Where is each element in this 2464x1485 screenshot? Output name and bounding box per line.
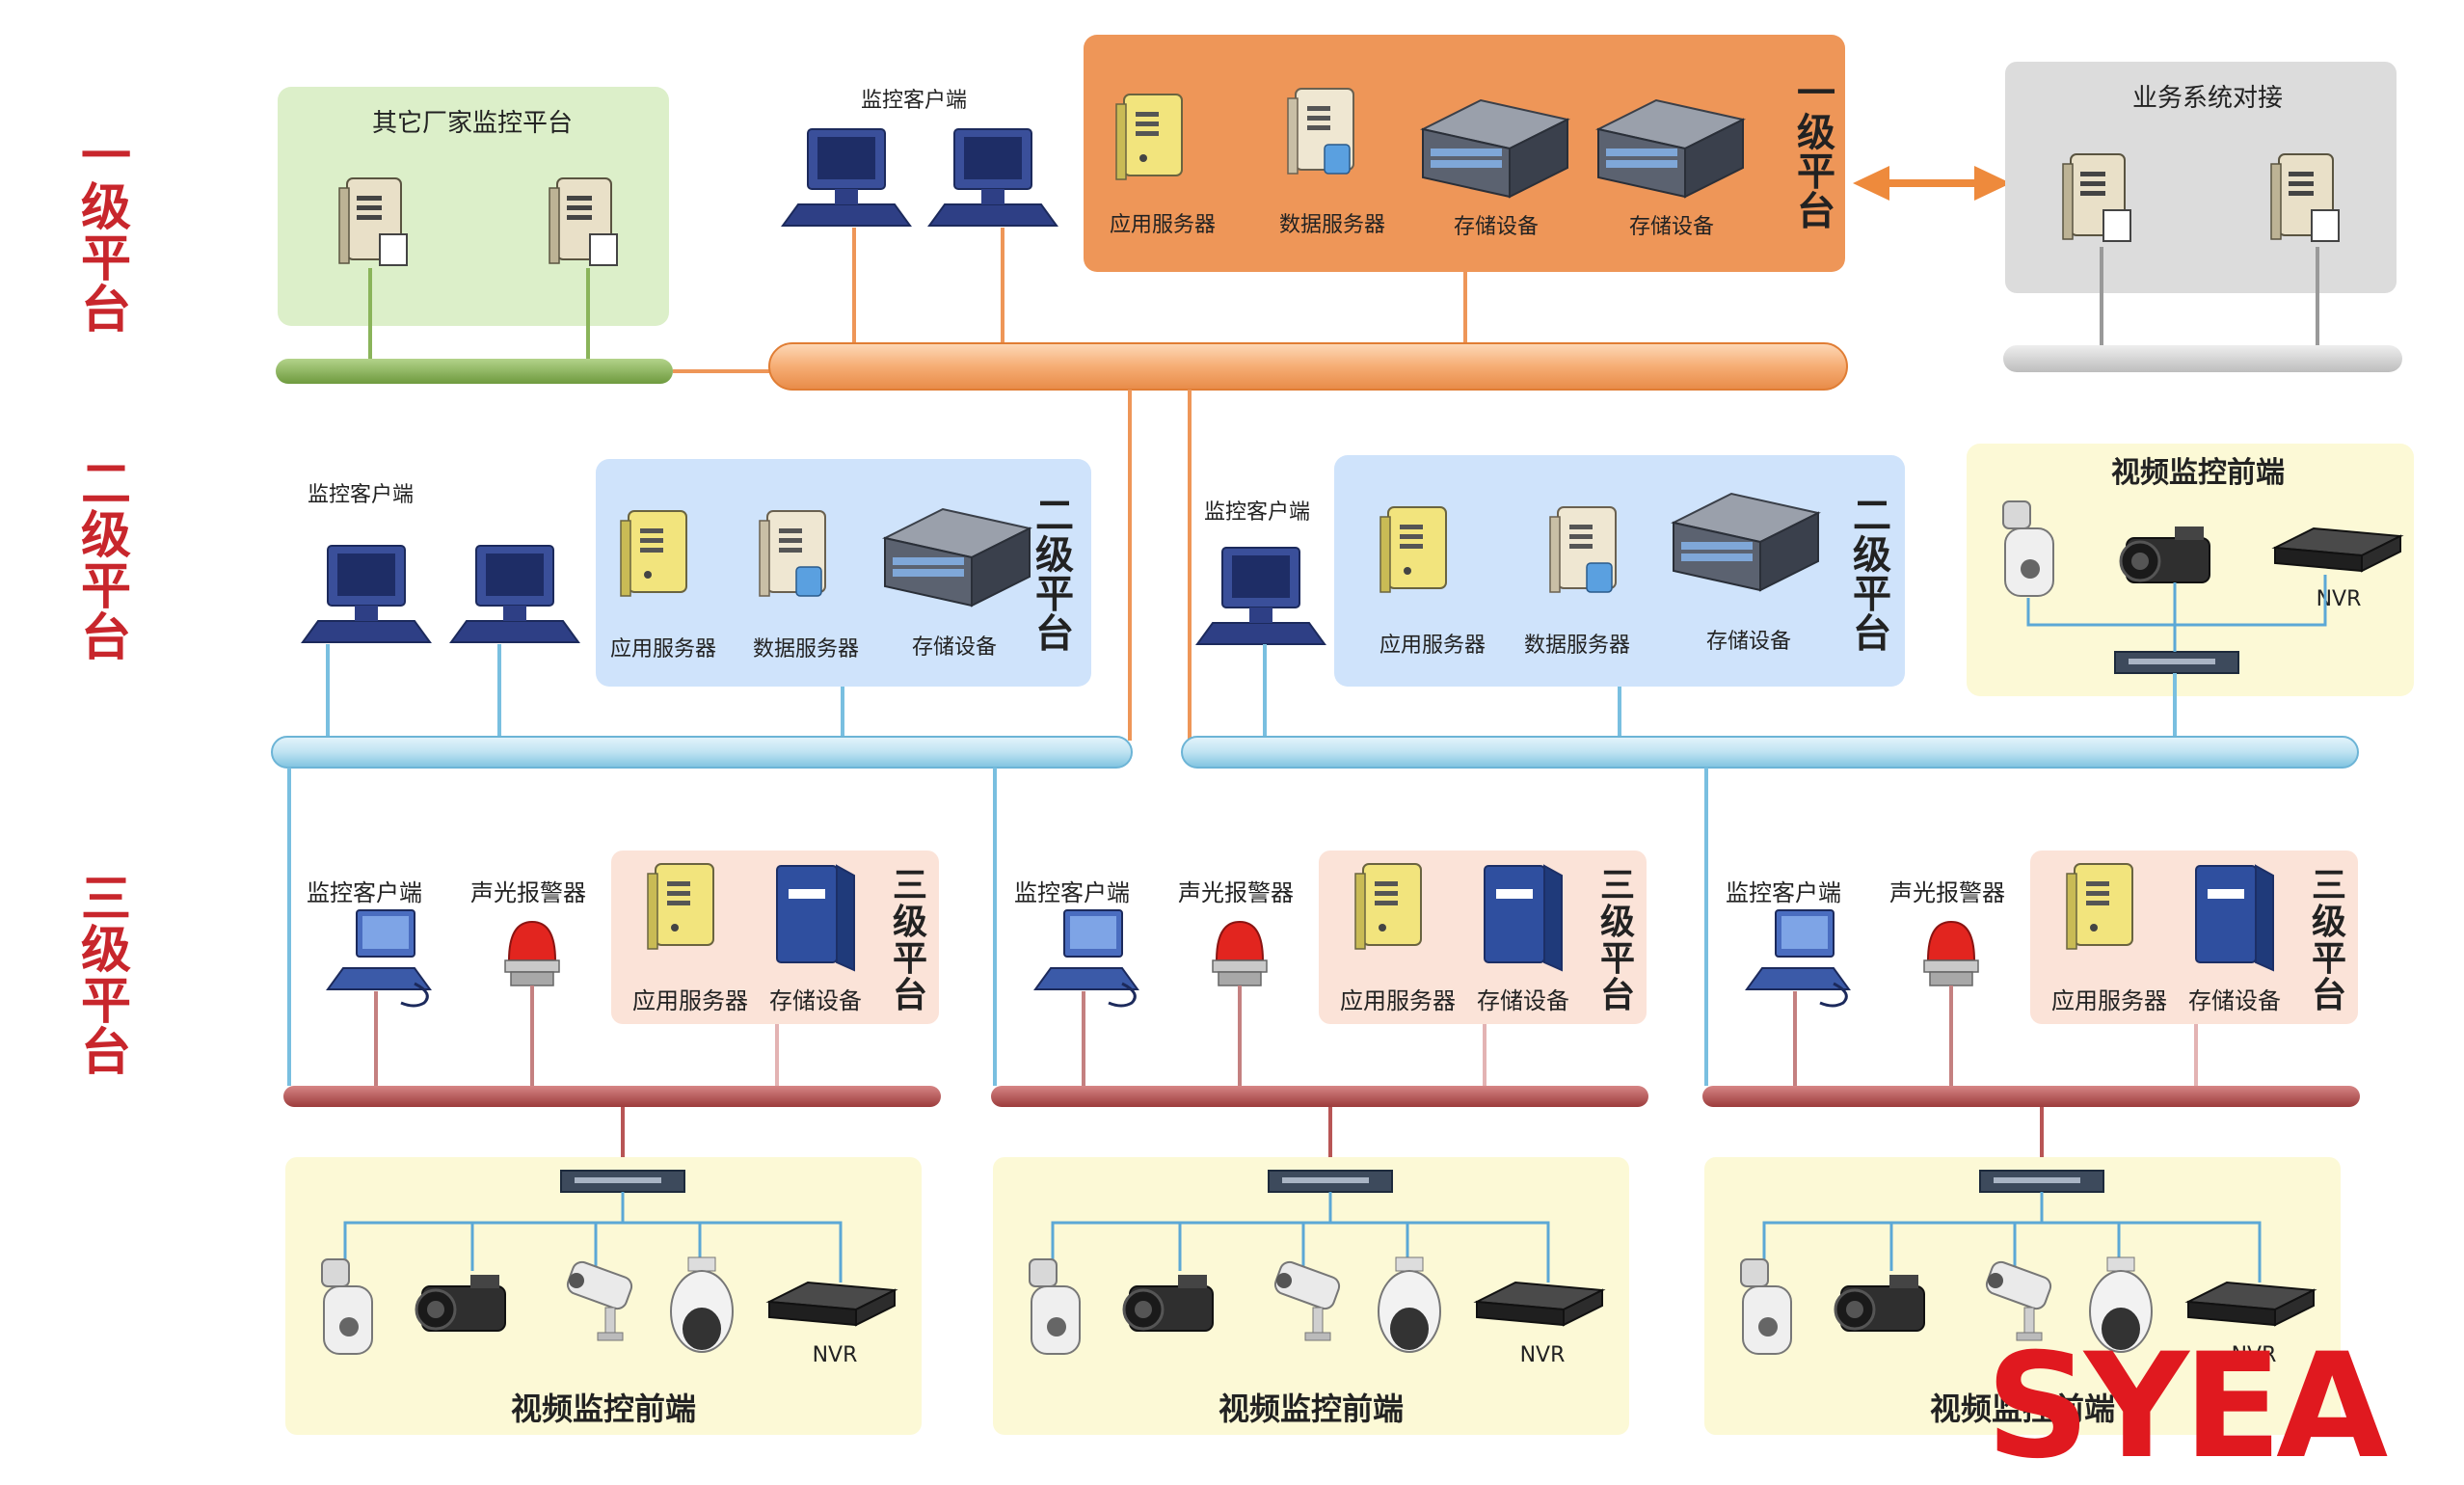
nvr-label: NVR: [2232, 1343, 2277, 1367]
nas-storage-icon: [776, 865, 855, 971]
server-label: 应用服务器: [2051, 987, 2167, 1014]
db-server-icon: [759, 510, 826, 597]
alarm-light-icon: [504, 921, 560, 986]
monitor-client-pc-icon: [928, 128, 1058, 227]
level-label-1-text: 一级平台: [81, 128, 131, 339]
server-label: 数据服务器: [753, 637, 859, 662]
level1-core-side-label: 一级平台: [1797, 71, 1835, 233]
level2-left-network-bus: [271, 736, 1133, 769]
monitor-client-pc-icon: [1196, 547, 1326, 645]
server-label: 应用服务器: [610, 637, 716, 662]
level1-core-server-1: 应用服务器: [1110, 94, 1216, 237]
monitor-client-pc-icon: [782, 128, 911, 227]
level2-left-client-label: 监控客户端: [308, 483, 414, 507]
level3-network-bus: [991, 1086, 1648, 1107]
level1-core-server-4: 存储设备: [1597, 99, 1744, 239]
level3-client-label: 监控客户端: [307, 879, 422, 906]
other-vendor-platform-title: 其它厂家监控平台: [372, 109, 573, 138]
level-label-3: 三级平台: [81, 871, 131, 1082]
level3-side-label: 三级平台: [893, 866, 927, 1015]
level1-client-label: 监控客户端: [861, 89, 967, 113]
server-label: 存储设备: [769, 987, 862, 1014]
monitor-client-pc-icon: [450, 545, 579, 643]
level3-group-1: 监控客户端 声光报警器应用服务器存储设备 三级平台 NVR 视频监控前端: [283, 850, 941, 1435]
level3-side-label: 三级平台: [2312, 866, 2346, 1015]
server-label: 存储设备: [1454, 215, 1539, 239]
nas-storage-icon: [2195, 865, 2274, 971]
level3-front-end-title: 视频监控前端: [1930, 1390, 2115, 1427]
server-label: 存储设备: [1477, 987, 1569, 1014]
server-label: 存储设备: [2188, 987, 2281, 1014]
bidirectional-arrow-icon: [1853, 166, 2011, 201]
level-label-2-text: 二级平台: [81, 456, 131, 667]
server-label: 存储设备: [912, 635, 997, 660]
level2-right-network-bus: [1181, 736, 2359, 769]
network-switch-icon: [2114, 651, 2239, 674]
nas-storage-icon: [1484, 865, 1563, 971]
server-label: 数据服务器: [1524, 634, 1630, 658]
level3-front-end-title: 视频监控前端: [1219, 1390, 1404, 1427]
level3-group-2: 监控客户端 声光报警器应用服务器存储设备 三级平台 NVR 视频监控前端: [991, 850, 1648, 1435]
level3-alarm-label: 声光报警器: [1889, 879, 2005, 906]
green-network-bus: [276, 359, 673, 384]
level1-core-server-2: 数据服务器: [1279, 88, 1385, 237]
level3-network-bus: [1702, 1086, 2360, 1107]
db-server-icon: [1287, 88, 1354, 175]
syea-logo: SYEA: [1986, 1323, 2394, 1485]
monitor-client-pc-icon: [1033, 908, 1139, 1008]
alarm-light-icon: [1923, 921, 1979, 986]
level3-front-end-title: 视频监控前端: [511, 1390, 696, 1427]
level2-left-side-label: 二级平台: [1035, 494, 1074, 656]
level3-group-3: 监控客户端 声光报警器应用服务器存储设备 三级平台 NVR 视频监控前端: [1702, 850, 2360, 1435]
level1-network-bus: [768, 342, 1848, 391]
business-system-title: 业务系统对接: [2132, 84, 2283, 113]
server-label: 应用服务器: [1110, 213, 1216, 237]
server-label: 应用服务器: [1340, 987, 1456, 1014]
app-server-icon: [647, 863, 714, 950]
app-server-icon: [1379, 506, 1447, 593]
db-server-icon: [1549, 506, 1617, 593]
level2-right-side-label: 二级平台: [1853, 494, 1891, 656]
server-label: 存储设备: [1706, 630, 1791, 654]
business-server-icon: [2062, 153, 2131, 242]
server-label: 数据服务器: [1279, 213, 1385, 237]
level-label-1: 一级平台: [81, 128, 131, 339]
logo-text: SYEA: [1986, 1323, 2388, 1485]
level3-alarm-label: 声光报警器: [1178, 879, 1294, 906]
monitor-client-pc-icon: [1745, 908, 1851, 1008]
server-label: 存储设备: [1629, 215, 1714, 239]
level3-network-bus: [283, 1086, 941, 1107]
network-switch-icon: [560, 1170, 685, 1193]
level2-front-end-title: 视频监控前端: [2111, 456, 2285, 490]
other-vendor-platform-box: [278, 87, 669, 326]
monitor-client-pc-icon: [326, 908, 432, 1008]
app-server-icon: [2066, 863, 2133, 950]
server-label: 应用服务器: [1379, 634, 1486, 658]
nvr-label: NVR: [1520, 1343, 1566, 1367]
nvr-label: NVR: [2317, 587, 2362, 611]
app-server-icon: [1354, 863, 1422, 950]
grey-network-bus: [2003, 345, 2402, 372]
monitor-client-pc-icon: [302, 545, 431, 643]
network-switch-icon: [1268, 1170, 1393, 1193]
other-vendor-server-icon: [549, 177, 618, 266]
business-server-icon: [2270, 153, 2340, 242]
level3-side-label: 三级平台: [1600, 866, 1635, 1015]
nvr-label: NVR: [813, 1343, 858, 1367]
level1-core-server-3: 存储设备: [1422, 99, 1568, 239]
level3-alarm-label: 声光报警器: [470, 879, 586, 906]
app-server-icon: [1115, 94, 1183, 180]
server-label: 应用服务器: [632, 987, 748, 1014]
app-server-icon: [620, 510, 687, 597]
level2-right-client-label: 监控客户端: [1204, 500, 1310, 525]
alarm-light-icon: [1212, 921, 1268, 986]
other-vendor-server-icon: [338, 177, 408, 266]
network-switch-icon: [1979, 1170, 2104, 1193]
level3-client-label: 监控客户端: [1014, 879, 1130, 906]
level-label-3-text: 三级平台: [81, 871, 131, 1082]
level-label-2: 二级平台: [81, 456, 131, 667]
level3-client-label: 监控客户端: [1726, 879, 1841, 906]
